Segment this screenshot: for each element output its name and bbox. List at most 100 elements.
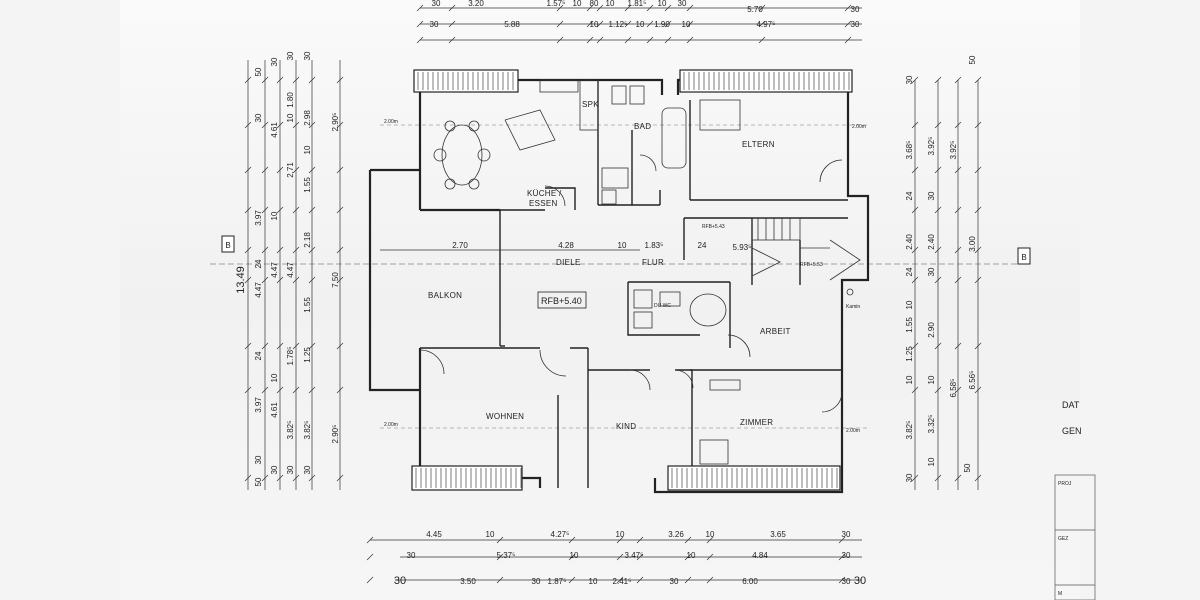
dim-left-c1-3: 24 [254,259,263,268]
section-marker-left: B [225,241,230,250]
dim-top-r1-7: 10 [658,0,667,8]
dim-top-r2-2: 1.12⁵ [609,20,628,29]
title-block [1054,474,1096,600]
dim-left-c4-8: 30 [303,465,312,474]
dim-right-c2-5: 10 [927,375,936,384]
dim-right-c2-0: 3.92⁵ [927,137,936,156]
dim-bot-r3-8: 30 [842,577,851,586]
height-note-4: 2.00m [846,428,860,434]
dim-left-c1-6: 3.97 [254,397,263,413]
label-kind: KIND [616,422,636,431]
dim-top-r2-6: 4.97⁵ [757,20,776,29]
height-lines [380,124,870,429]
section-markers: B B [221,235,1031,265]
dim-left-c3-5: 1.78⁵ [286,347,295,366]
dimension-ticks [244,4,982,584]
dim-top-r1-8: 30 [678,0,687,8]
dim-right-c1-5: 10 [905,300,914,309]
title-m: M [1058,591,1062,597]
left-margin [0,0,120,600]
dim-left-c2-0: 30 [270,57,279,66]
dim-top-r1-4: 80 [590,0,599,8]
dim-left-c3-3: 2.71 [286,162,295,178]
dim-bot-r2-5: 4.84 [752,551,768,560]
dim-top-r2-5: 10 [682,20,691,29]
dim-bot-r1-5: 10 [706,530,715,539]
dim-bot-r2-0: 30 [407,551,416,560]
dim-left-c4-5: 1.55 [303,297,312,313]
dim-left-c3-4: 4.47 [286,262,295,278]
dim-bot-r1-1: 10 [486,530,495,539]
dim-right-c3-4: 50 [963,463,972,472]
dim-left-c1-8: 50 [254,477,263,486]
label-kamin: Kamin [846,304,860,310]
dim-bot-r2-1: 5.37⁵ [497,551,516,560]
stairs [751,217,861,281]
dim-left-c4-7: 3.82⁵ [303,421,312,440]
dim-bot-r1-0: 4.45 [426,530,442,539]
dim-top-r2-0: 5.88 [504,20,520,29]
dim-bot-r2-6: 30 [842,551,851,560]
dim-right-c2-7: 10 [927,457,936,466]
height-note-2: 2.00m [852,124,866,130]
dim-bot-r2-3: 3.47⁵ [625,551,644,560]
dim-top-r3-1: 30 [851,5,860,14]
dim-top-r3-2: 30 [430,20,439,29]
dim-left-c3-0: 30 [286,51,295,60]
label-rfb-main: RFB+5.40 [541,296,582,306]
dim-bot-r3-2: 30 [532,577,541,586]
title-gen: GEN [1062,426,1082,436]
dim-right-c2-2: 2.40 [927,234,936,250]
dim-left-c3-1: 1.80 [286,92,295,108]
label-flur: FLUR [642,258,664,267]
dim-bot-r3-3: 1.87⁵ [548,577,567,586]
dim-bot-r1-4: 3.26 [668,530,684,539]
dim-bot-r1-7: 30 [842,530,851,539]
dim-right-c1-1: 3.68⁵ [905,141,914,160]
label-du-wc: DU WC [654,303,671,309]
dim-left-c3-7: 30 [286,465,295,474]
dim-left-c2-5: 4.61 [270,402,279,418]
interior-walls [420,80,848,488]
right-margin [1080,0,1200,600]
title-gez: GEZ [1058,536,1068,542]
dim-bot-r2-2: 10 [570,551,579,560]
dim-left-c4-1: 2.98 [303,110,312,126]
dim-top-r2-4: 1.90 [654,20,670,29]
dim-right-c2-4: 2.90 [927,322,936,338]
dim-top-r2-1: 10 [590,20,599,29]
dim-left-c1-0: 50 [254,67,263,76]
dim-right-c1-0: 30 [905,75,914,84]
rfb-box [537,291,587,309]
dim-top-r1-5: 10 [606,0,615,8]
dim-left-c1-7: 30 [254,455,263,464]
dim-bot-r3-7: 6.00 [742,577,758,586]
label-rfb-stair-a: RFB+5.43 [702,224,725,230]
height-note-1: 2.00m [384,119,398,125]
dim-int-10: 10 [618,241,627,250]
dim-right-c2-1: 30 [927,191,936,200]
dimension-lines [247,7,979,581]
dim-right-c1-10: 30 [905,473,914,482]
dim-right-c2-3: 30 [927,267,936,276]
dim-int-183: 1.83⁵ [645,241,664,250]
dim-right-c1-9: 3.82⁵ [905,421,914,440]
dim-bot-r3-6: 30 [670,577,679,586]
dim-right-c3-1: 3.00 [968,236,977,252]
dim-top-r2-3: 10 [636,20,645,29]
dim-right-c3-3: 6.58⁵ [949,379,958,398]
dim-left-c2-4: 10 [270,373,279,382]
dim-bot-r3-1: 3.50 [460,577,476,586]
dim-int-593: 5.93⁵ [733,243,752,252]
dim-left-c4-4: 2.18 [303,232,312,248]
dim-bot-r3-4: 10 [589,577,598,586]
dim-int-diele: 4.28 [558,241,574,250]
label-arbeit: ARBEIT [760,327,791,336]
dim-right-c1-3: 2.40 [905,234,914,250]
dim-left-c5-2: 2.90⁵ [331,425,340,444]
dim-left-c2-2: 10 [270,211,279,220]
title-dat: DAT [1062,400,1080,410]
dim-bot-r1-2: 4.27⁵ [551,530,570,539]
